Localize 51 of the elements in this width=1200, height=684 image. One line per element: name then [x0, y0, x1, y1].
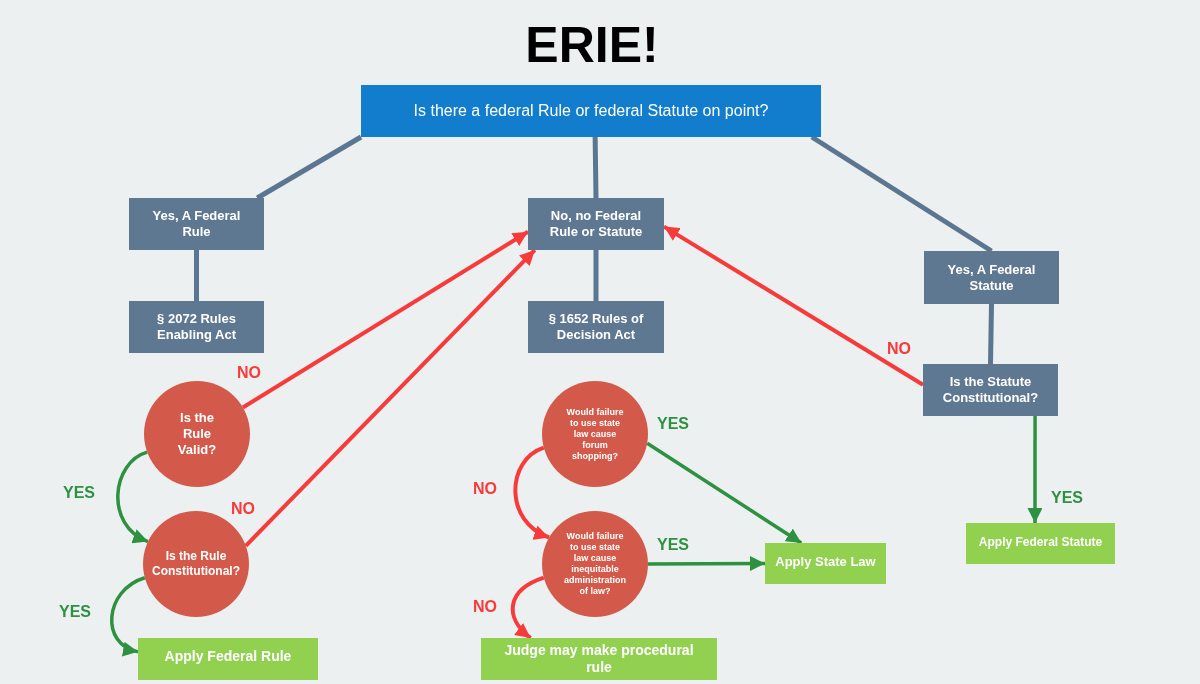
curved-arrow	[510, 575, 545, 640]
edge-label: NO	[230, 500, 256, 517]
node-label: Is the Rule Valid?	[176, 410, 218, 458]
edge-label: YES	[62, 484, 96, 501]
connector-line	[194, 250, 199, 301]
edge-label: NO	[886, 340, 912, 357]
node-label: § 2072 Rules Enabling Act	[156, 311, 237, 343]
node-label: Judge may make procedural rule	[503, 642, 695, 676]
result-box	[966, 523, 1115, 564]
edge-label: NO	[472, 480, 498, 497]
edge-label: NO	[236, 364, 262, 381]
connector-line	[593, 250, 599, 301]
edge-label: NO	[472, 598, 498, 615]
node-label: Would failure to use state law cause forum shopping?	[565, 406, 625, 462]
step-box	[129, 301, 264, 353]
question-box	[361, 85, 821, 137]
connector-line	[592, 136, 599, 199]
node-label: § 1652 Rules of Decision Act	[547, 311, 645, 343]
node-label: Yes, A Federal Rule	[151, 208, 242, 240]
node-label: Yes, A Federal Statute	[946, 261, 1037, 294]
node-label: Is the Statute Constitutional?	[941, 374, 1040, 406]
node-label: Would failure to use state law cause inequitable administration of law?	[563, 531, 627, 597]
node-label: Apply State Law	[775, 554, 876, 570]
curved-arrow	[513, 445, 550, 540]
result-box	[138, 638, 318, 680]
result-box	[481, 638, 717, 680]
arrow	[1027, 416, 1043, 523]
edge-label: YES	[1050, 489, 1084, 506]
arrow	[241, 230, 530, 410]
node-label: Apply Federal Rule	[164, 647, 292, 665]
step-box	[129, 198, 264, 250]
arrow	[646, 441, 803, 545]
node-label: No, no Federal Rule or Statute	[548, 208, 644, 240]
step-box	[528, 198, 664, 250]
curved-arrow	[110, 576, 146, 655]
edge-label: YES	[58, 603, 92, 620]
result-box	[765, 543, 886, 584]
title: ERIE!	[525, 20, 659, 70]
step-box	[528, 301, 664, 353]
step-box	[923, 364, 1058, 416]
edge-label: YES	[656, 536, 690, 553]
node-label: Is there a federal Rule or federal Statute on point?	[413, 101, 769, 121]
arrow	[244, 248, 537, 548]
node-label: Is the Rule Constitutional?	[151, 549, 241, 579]
step-box	[924, 251, 1059, 304]
arrow	[648, 556, 765, 572]
edge-label: YES	[656, 415, 690, 432]
curved-arrow	[116, 450, 149, 544]
connector-line	[256, 134, 363, 201]
node-label: Apply Federal Statute	[978, 534, 1103, 550]
connector-line	[988, 303, 994, 365]
